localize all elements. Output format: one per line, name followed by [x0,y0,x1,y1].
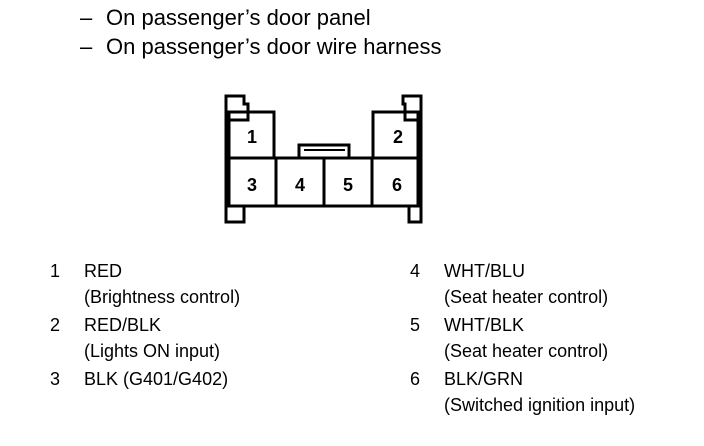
legend-wire-color: WHT/BLU [444,261,525,281]
pin-number: 4 [295,175,305,195]
heading-dash: – [80,5,93,30]
pin-number: 3 [247,175,257,195]
heading-door-panel: –On passenger’s door panel [80,5,371,31]
legend-pin: 5 [410,315,421,335]
legend-description: (Switched ignition input) [444,395,636,415]
legend-pin: 2 [50,315,61,335]
legend-wire-color: RED [84,261,123,281]
pin-number: 2 [393,127,403,147]
legend-description: (Seat heater control) [444,287,609,307]
legend-pin: 6 [410,369,421,389]
legend-wire-color: RED/BLK [84,315,162,335]
locking-tab [297,143,351,158]
heading-dash: – [80,34,93,59]
legend-description: (Lights ON input) [84,341,221,361]
legend-description: (Brightness control) [84,287,241,307]
pin-number: 5 [343,175,353,195]
legend-description: (Seat heater control) [444,341,609,361]
legend-wire-color: WHT/BLK [444,315,525,335]
legend-wire-color: BLK (G401/G402) [84,369,229,389]
legend-wire-color: BLK/GRN [444,369,524,389]
legend-pin: 3 [50,369,61,389]
heading-wire-harness: –On passenger’s door wire harness [80,34,441,60]
legend-pin: 4 [410,261,421,281]
heading-text: On passenger’s door wire harness [106,34,442,59]
heading-text: On passenger’s door panel [106,5,371,30]
pin-number: 1 [247,127,257,147]
legend-pin: 1 [50,261,61,281]
pin-number: 6 [392,175,402,195]
